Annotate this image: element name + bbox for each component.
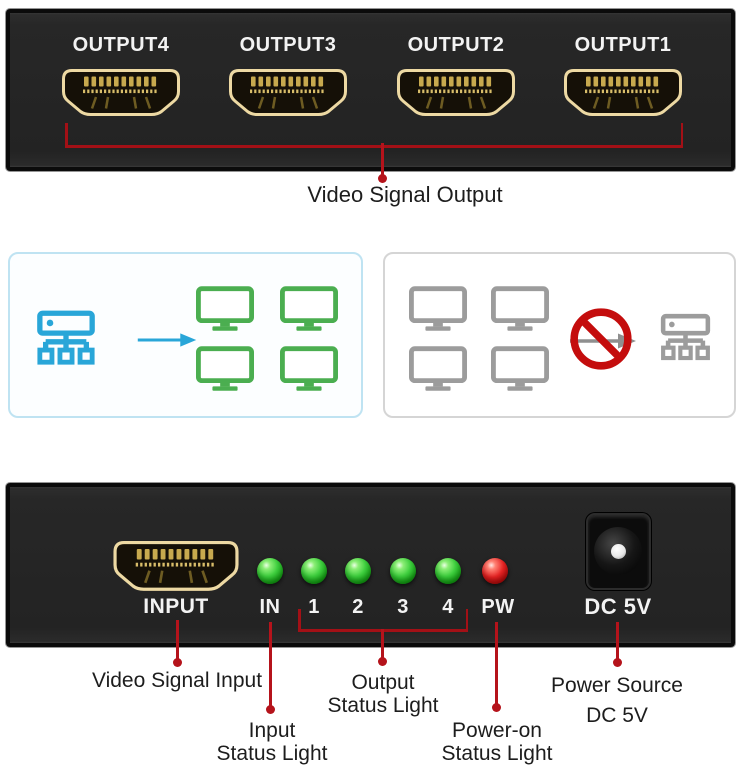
output-bracket-right [680, 123, 683, 147]
display-monitor-icon [491, 286, 549, 333]
output-status-callout: Output Status Light [305, 671, 461, 717]
power-source-line2: DC 5V [586, 704, 648, 727]
power-source-callout-dot [613, 658, 622, 667]
led-3 [390, 558, 416, 584]
dc-power-jack-icon [586, 513, 651, 590]
denied-usage-box [383, 252, 736, 418]
no-sign-icon [569, 307, 633, 371]
output3-label: OUTPUT3 [239, 34, 337, 56]
power-source-line1: Power Source [551, 674, 683, 697]
hdmi-port-output4-icon [62, 69, 180, 116]
led-bracket-right [465, 609, 468, 631]
output-status-callout-line [381, 629, 384, 660]
display-monitor-icon [491, 346, 549, 393]
dc-pin [610, 543, 626, 559]
dc-5v-label: DC 5V [584, 594, 652, 619]
input-status-callout-line [269, 622, 272, 709]
display-monitor-icon [196, 346, 254, 393]
input-panel: INPUT IN 1 2 3 4 PW DC 5V [5, 482, 736, 648]
output-status-line1: Output [351, 671, 415, 694]
power-source-callout-line [616, 622, 619, 662]
power-on-status-line1: Power-on [452, 719, 542, 742]
led-1 [301, 558, 327, 584]
output-callout-line [381, 143, 384, 177]
hdmi-port-output3-icon [229, 69, 347, 116]
led-label-pw: PW [481, 596, 515, 618]
led-4 [435, 558, 461, 584]
display-monitor-icon [409, 346, 467, 393]
hdmi-port-output1-icon [564, 69, 682, 116]
power-on-status-callout-line [495, 622, 498, 707]
input-status-callout-dot [266, 705, 275, 714]
power-on-status-line2: Status Light [441, 742, 553, 765]
hdmi-port-output2-icon [397, 69, 515, 116]
input-port-callout-line [176, 620, 179, 662]
power-source-callout: Power Source DC 5V [527, 671, 707, 731]
display-monitor-icon [409, 286, 467, 333]
led-label-4: 4 [442, 596, 454, 618]
dc-barrel [594, 527, 642, 575]
splitter-hub-icon [659, 310, 712, 363]
led-label-2: 2 [352, 596, 364, 618]
output1-label: OUTPUT1 [574, 34, 672, 56]
output-panel: OUTPUT4 OUTPUT3 OUTPUT2 OUTPUT1 [5, 8, 736, 172]
display-monitor-icon [280, 286, 338, 333]
led-in [257, 558, 283, 584]
led-label-3: 3 [397, 596, 409, 618]
led-pw [482, 558, 508, 584]
splitter-hub-icon [35, 306, 97, 368]
input-status-line1: Input [248, 719, 296, 742]
output-callout-dot [378, 174, 387, 183]
video-signal-output-callout: Video Signal Output [307, 182, 503, 207]
output-status-line2: Status Light [327, 694, 439, 717]
input-status-line2: Status Light [216, 742, 328, 765]
arrow-right-icon [136, 331, 198, 349]
hdmi-port-input-icon [113, 541, 239, 591]
video-signal-input-callout: Video Signal Input [91, 669, 263, 692]
output-bracket-left [65, 123, 68, 147]
power-on-status-callout-dot [492, 703, 501, 712]
input-status-callout: Input Status Light [192, 719, 352, 765]
output4-label: OUTPUT4 [72, 34, 170, 56]
display-monitor-icon [196, 286, 254, 333]
allowed-usage-box [8, 252, 363, 418]
output-status-callout-dot [378, 657, 387, 666]
power-on-status-callout: Power-on Status Light [417, 719, 577, 765]
display-monitor-icon [280, 346, 338, 393]
output2-label: OUTPUT2 [407, 34, 505, 56]
input-port-callout-dot [173, 658, 182, 667]
led-label-1: 1 [308, 596, 320, 618]
led-2 [345, 558, 371, 584]
led-label-in: IN [259, 596, 281, 618]
led-bracket-left [298, 609, 301, 631]
output-bracket [65, 145, 683, 148]
input-label: INPUT [143, 595, 209, 618]
